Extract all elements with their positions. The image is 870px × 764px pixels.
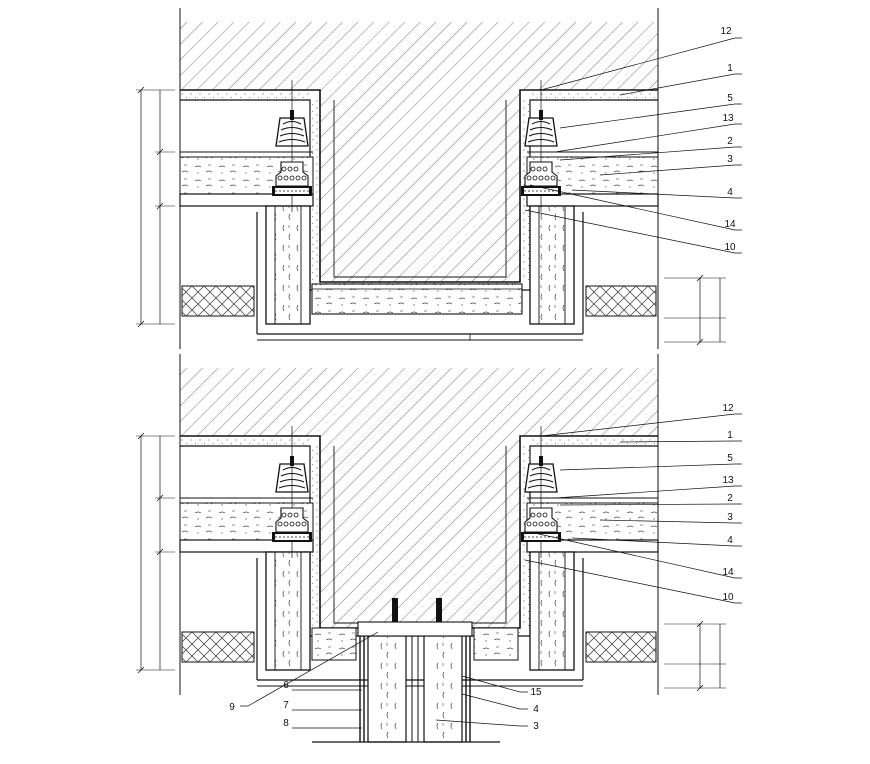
- callout-label: 4: [727, 187, 733, 198]
- callout-label: 4: [533, 704, 539, 715]
- callout-label: 1: [727, 430, 733, 441]
- bottom-section-detail: [136, 354, 726, 743]
- callout-label: 13: [722, 475, 734, 486]
- top-section-detail: [136, 8, 726, 349]
- callout-label: 15: [530, 687, 542, 698]
- callout-label: 10: [724, 242, 736, 253]
- callout-label: 3: [727, 512, 733, 523]
- callout-label: 4: [727, 535, 733, 546]
- callout-label: 14: [722, 567, 734, 578]
- callout-label: 6: [283, 680, 289, 691]
- top-callouts: 12 1 5 13 2 3 4 14 10: [720, 26, 736, 253]
- callout-label: 3: [533, 721, 539, 732]
- bottom-leaders: [240, 413, 742, 729]
- callout-label: 5: [727, 453, 733, 464]
- callout-label: 1: [727, 63, 733, 74]
- callout-label: 12: [720, 26, 732, 37]
- mullion-stack: [311, 598, 519, 743]
- callout-label: 3: [727, 154, 733, 165]
- callout-label: 5: [727, 93, 733, 104]
- top-leaders: [524, 37, 742, 254]
- bottom-callouts: 12 1 5 13 2 3 4 14 10 9 6 7 8 15 4 3: [229, 403, 734, 732]
- callout-label: 14: [724, 219, 736, 230]
- callout-label: 10: [722, 592, 734, 603]
- callout-label: 2: [727, 136, 733, 147]
- callout-label: 2: [727, 493, 733, 504]
- callout-label: 7: [283, 700, 289, 711]
- callout-label: 12: [722, 403, 734, 414]
- callout-label: 9: [229, 702, 235, 713]
- callout-label: 8: [283, 718, 289, 729]
- callout-label: 13: [722, 113, 734, 124]
